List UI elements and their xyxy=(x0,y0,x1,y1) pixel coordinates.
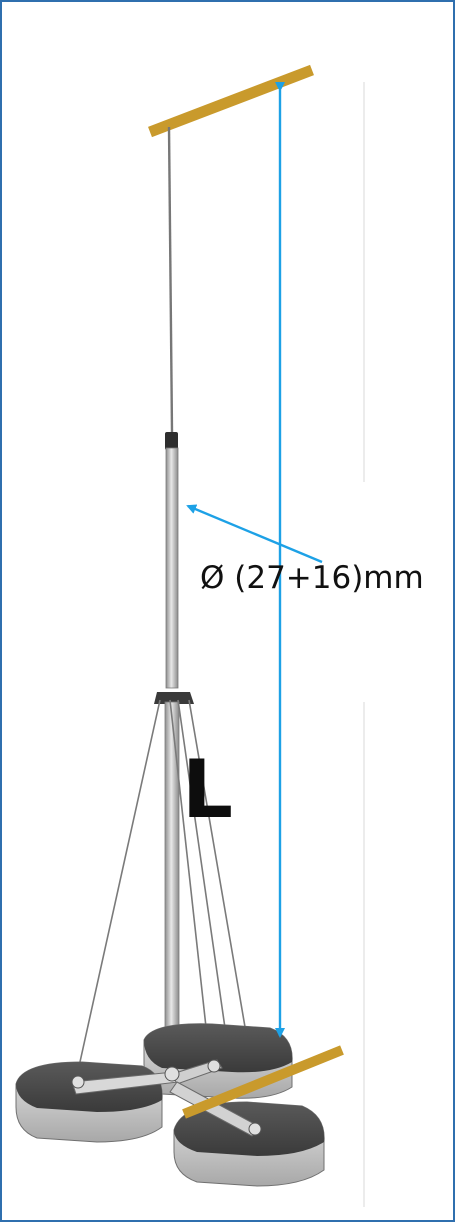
mast-tube-upper xyxy=(165,447,179,689)
base-clamps xyxy=(71,1059,262,1136)
mast-coupler-upper xyxy=(165,432,178,450)
mast-tube-lower xyxy=(164,701,180,1038)
top-antenna-element xyxy=(148,64,314,138)
base-weight-left xyxy=(15,1061,163,1143)
mast-whip xyxy=(167,126,174,433)
bottom-antenna-element xyxy=(182,1045,344,1119)
diameter-leader-line xyxy=(186,504,323,564)
mast-coupler-lower xyxy=(154,692,194,704)
base-weight-front xyxy=(173,1101,325,1187)
length-label: L xyxy=(182,743,233,836)
diameter-label: Ø (27+16)mm xyxy=(200,560,424,596)
base-frame xyxy=(71,1059,261,1137)
